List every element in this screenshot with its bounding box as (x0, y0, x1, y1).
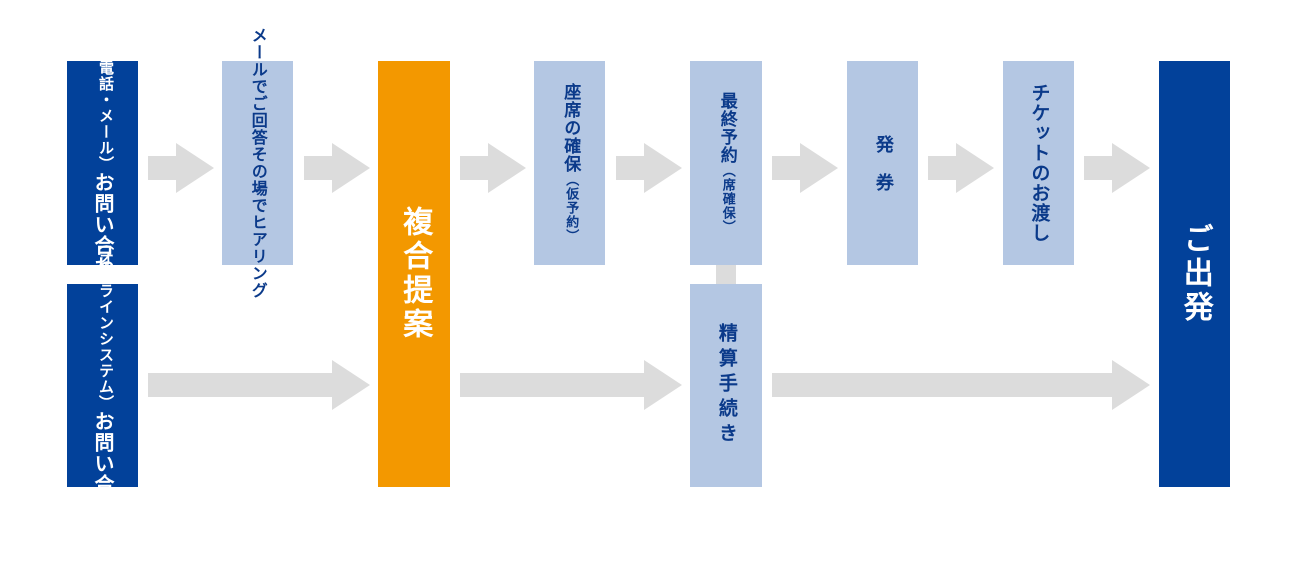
arrow-right-long-icon (148, 360, 370, 410)
inquiry-phone-label: お問い合わせ (91, 172, 115, 298)
arrow-right-icon (148, 143, 214, 193)
step-hearing: その場でヒアリング メールでご回答 (222, 27, 293, 299)
proposal-label: 複合提案 (397, 206, 433, 342)
arrow-right-long-icon (772, 360, 1150, 410)
inquiry-phone-sub: （お電話・メール） (97, 28, 115, 172)
ticket-delivery-label: チケットのお渡し (1028, 83, 1051, 243)
settlement-label: 精算手続き (715, 323, 738, 448)
arrow-right-icon (772, 143, 838, 193)
arrow-right-icon (304, 143, 370, 193)
arrow-right-icon (616, 143, 682, 193)
final-booking-label: 最終予約 (716, 92, 737, 164)
inquiry-online-sub: （オンラインシステム） (97, 234, 115, 411)
hearing-line2: メールでご回答 (248, 27, 268, 146)
seat-hold-sub: （仮予約） (563, 173, 579, 243)
step-proposal: 複合提案 (378, 61, 450, 487)
step-settlement: 精算手続き (690, 284, 762, 487)
step-departure: ご出発 (1159, 61, 1230, 487)
hearing-line1: その場でヒアリング (248, 146, 268, 299)
step-inquiry-phone: お問い合わせ （お電話・メール） (67, 28, 138, 298)
arrow-right-icon (460, 143, 526, 193)
step-issue: 発 券 (847, 61, 918, 265)
arrow-right-icon (928, 143, 994, 193)
arrow-right-long-icon (460, 360, 682, 410)
issue-label: 発 券 (872, 134, 894, 192)
final-booking-sub: （席確保） (719, 164, 735, 234)
step-inquiry-online: お問い合わせ （オンラインシステム） (67, 235, 138, 537)
departure-label: ご出発 (1177, 223, 1213, 325)
step-ticket-delivery: チケットのお渡し (1003, 61, 1074, 265)
step-seat-hold: 座席の確保（仮予約） (534, 61, 605, 265)
step-final-booking: 最終予約（席確保） (690, 61, 762, 265)
arrow-right-icon (1084, 143, 1150, 193)
inquiry-online-label: お問い合わせ (91, 410, 115, 537)
seat-hold-label: 座席の確保 (560, 83, 581, 173)
booking-settlement-connector (716, 265, 736, 284)
